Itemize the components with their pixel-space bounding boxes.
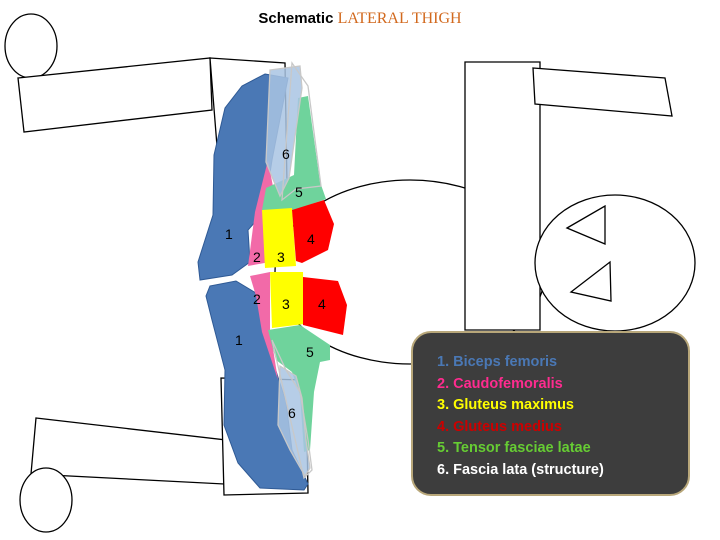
label-3-upper: 3: [277, 249, 285, 265]
title-bold: Schematic: [258, 10, 334, 27]
region-5-upper: [262, 96, 326, 211]
lower-thigh-muscles: [205, 272, 347, 491]
label-3-lower: 3: [282, 296, 290, 312]
title-accent: LATERAL THIGH: [337, 10, 462, 27]
upper-left-forelimb: [17, 57, 213, 133]
fascia-outline-lower: [271, 339, 313, 480]
upper-thigh-muscles: [197, 61, 334, 281]
legend-item-caudofemoralis: 2. Caudofemoralis: [437, 375, 563, 392]
legend-box: 1. Biceps femoris 2. Caudofemoralis 3. G…: [411, 331, 690, 496]
legend-item-fascia-lata: 6. Fascia lata (structure): [437, 461, 604, 478]
label-2-lower: 2: [253, 291, 261, 307]
upper-right-paw: [532, 67, 673, 117]
region-4-lower: [303, 277, 347, 335]
label-4-lower: 4: [318, 296, 326, 312]
upper-left-paw: [4, 13, 58, 79]
legend-item-biceps-femoris: 1. Biceps femoris: [437, 354, 558, 370]
diagram-title: Schematic LATERAL THIGH: [0, 10, 720, 28]
label-4-upper: 4: [307, 231, 315, 247]
eye-bottom: [569, 260, 612, 302]
label-5-upper: 5: [295, 184, 303, 200]
lower-left-paw: [19, 467, 73, 533]
fascia-outline-upper: [281, 61, 322, 202]
label-1-lower: 1: [235, 332, 243, 348]
label-2-upper: 2: [253, 249, 261, 265]
legend-item-gluteus-maximus: 3. Gluteus maximus: [437, 397, 574, 413]
region-6-upper: [265, 65, 303, 198]
legend-item-tensor-fasciae-latae: 5. Tensor fasciae latae: [437, 440, 591, 456]
region-6-lower: [277, 364, 311, 478]
region-3-upper: [262, 208, 296, 268]
region-2-lower: [250, 272, 278, 380]
label-6-lower: 6: [288, 405, 296, 421]
region-labels: 1 2 3 4 5 6 1 2 3 4 5 6: [225, 146, 326, 421]
upper-right-limb: [464, 61, 541, 331]
label-6-upper: 6: [282, 146, 290, 162]
region-4-upper: [292, 200, 334, 263]
label-1-upper: 1: [225, 226, 233, 242]
label-5-lower: 5: [306, 344, 314, 360]
head: [534, 194, 696, 332]
region-3-lower: [270, 272, 304, 328]
eye-top: [565, 204, 606, 245]
legend-item-gluteus-medius: 4. Gluteus medius: [437, 418, 562, 435]
